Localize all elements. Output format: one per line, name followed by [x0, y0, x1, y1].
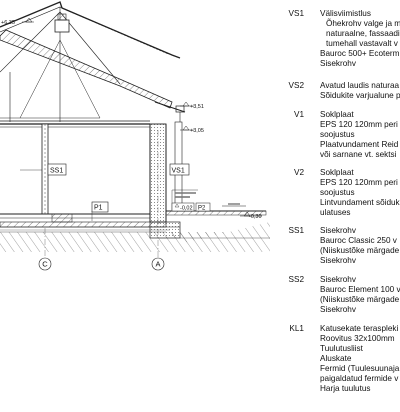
- interior-section: [0, 123, 150, 223]
- level-marker-mid: +3,51: [180, 101, 204, 110]
- legend-line: Fermid (Tuulesuunaja: [320, 364, 400, 373]
- legend-line: Katusekate teraspleki: [320, 324, 399, 333]
- legend-line: Bauroc Element 100 v: [320, 285, 400, 294]
- legend-line: ulatuses: [320, 208, 351, 217]
- legend-line: Sõidukite varjualune p: [320, 91, 400, 100]
- tag-p2-label: P2: [198, 206, 206, 212]
- chimney: [54, 13, 70, 33]
- legend-line: EPS 120 120mm peri: [320, 120, 398, 129]
- tag-vs1-label: VS1: [172, 168, 185, 175]
- legend-line: Sisekrohv: [320, 256, 356, 265]
- level-marker-top: +6,35: [1, 17, 34, 26]
- level-lower-label: +3,05: [190, 128, 204, 134]
- legend-line: soojustus: [320, 188, 355, 197]
- legend-line: naturaalne, fassaadi: [326, 29, 400, 38]
- legend-line: Sisekrohv: [320, 59, 356, 68]
- legend-description: Soklplaat EPS 120 120mm peri soojustus L…: [320, 168, 400, 218]
- grid-marker-a: A: [151, 257, 165, 271]
- legend-line: Välisviimistlus: [320, 9, 371, 18]
- legend-description: Katusekate teraspleki Roovitus 32x100mm …: [320, 324, 400, 394]
- legend-code: V2: [293, 168, 304, 177]
- legend-line: (Niiskustõke märgade: [320, 246, 400, 255]
- ground-fill: [0, 222, 270, 252]
- legend-description: Sisekrohv Bauroc Classic 250 v (Niiskust…: [320, 226, 400, 266]
- legend-code: SS1: [288, 226, 304, 235]
- legend-line: paigaldatud fermide v: [320, 374, 399, 383]
- tag-p2: P2: [195, 202, 211, 212]
- legend-description: Avatud laudis naturaa Sõidukite varjualu…: [320, 81, 400, 101]
- legend-description: Sisekrohv Bauroc Element 100 v (Niiskust…: [320, 275, 400, 315]
- level-top-label: +6,35: [1, 20, 15, 26]
- tag-vs1: VS1: [169, 163, 190, 176]
- legend-code: SS2: [288, 275, 304, 284]
- legend-line: Bauroc 500+ Ecoterm: [320, 49, 400, 58]
- level-ground-label: -0,30: [249, 214, 262, 220]
- legend-description: Soklplaat EPS 120 120mm peri soojustus P…: [320, 110, 400, 160]
- grid-marker-c-label: C: [42, 260, 48, 269]
- exterior-wall: [149, 123, 167, 223]
- legend-line: Soklplaat: [320, 168, 354, 177]
- legend-line: Soklplaat: [320, 110, 354, 119]
- level-marker-lower: +3,05: [180, 125, 204, 134]
- legend-line: Õhekrohv valge ja m: [326, 19, 400, 28]
- legend-code: V1: [293, 110, 304, 119]
- legend-line: Sisekrohv: [320, 275, 356, 284]
- legend-line: Roovitus 32x100mm: [320, 334, 395, 343]
- legend-line: Avatud laudis naturaa: [320, 81, 400, 90]
- level-floor-label: -0,02: [180, 206, 193, 212]
- legend-line: EPS 120 120mm peri: [320, 178, 398, 187]
- legend-code: VS2: [288, 81, 304, 90]
- grid-marker-c: C: [38, 257, 52, 271]
- tag-ss1-label: SS1: [50, 168, 63, 175]
- level-marker-ground: -0,30: [240, 211, 262, 220]
- legend-panel: VS1 Välisviimistlus Õhekrohv valge ja m …: [282, 0, 400, 412]
- grid-marker-a-label: A: [155, 260, 160, 269]
- legend-line: Bauroc Classic 250 v: [320, 236, 397, 245]
- tag-ss1: SS1: [20, 163, 67, 176]
- legend-line: tumehall vastavalt v: [326, 39, 398, 48]
- level-marker-floor: -0,02: [171, 202, 195, 212]
- legend-line: (Niiskustõke märgade: [320, 295, 400, 304]
- legend-code: KL1: [289, 324, 304, 333]
- legend-description: Välisviimistlus Õhekrohv valge ja m natu…: [320, 9, 400, 69]
- legend-line: Sisekrohv: [320, 226, 356, 235]
- legend-line: või sarnane vt. sektsi: [320, 150, 397, 159]
- legend-line: soojustus: [320, 130, 355, 139]
- legend-line: Tuulutusliist: [320, 344, 363, 353]
- roof-structure: [0, 1, 181, 122]
- tag-p1-label: P1: [94, 205, 103, 212]
- legend-line: Aluskate: [320, 354, 352, 363]
- tag-p1: P1: [91, 201, 109, 221]
- section-drawing: +6,35 +3,51 +3,05 SS1: [0, 1, 270, 271]
- legend-line: Lintvundament sõiduk: [320, 198, 400, 207]
- legend-line: Plaatvundament Reid: [320, 140, 399, 149]
- level-mid-label: +3,51: [190, 104, 204, 110]
- legend-line: Sisekrohv: [320, 305, 356, 314]
- legend-code: VS1: [288, 9, 304, 18]
- legend-line: Harja tuulutus: [320, 384, 371, 393]
